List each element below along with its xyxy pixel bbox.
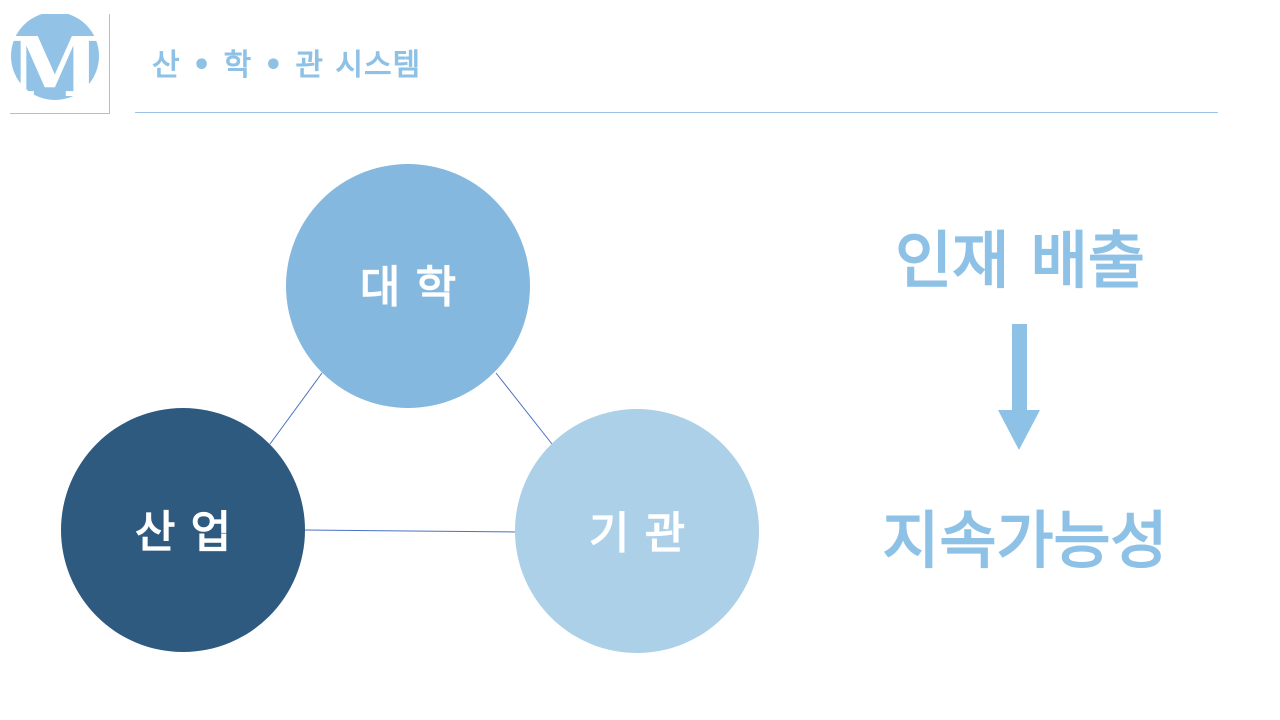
node-university-circle	[286, 164, 530, 408]
edge-industry-government	[304, 529, 517, 533]
arrow-down-icon	[998, 324, 1040, 450]
sustainability-text: 지속가능성	[882, 504, 1168, 577]
node-government-label: 기 관	[589, 508, 685, 559]
logo-letter: M	[10, 20, 100, 114]
talent-output-text: 인재 배출	[895, 224, 1145, 297]
node-industry-label: 산 업	[135, 507, 231, 558]
header-divider	[135, 112, 1218, 113]
logo: M	[10, 14, 110, 114]
node-industry-circle	[61, 408, 305, 652]
node-university-label: 대 학	[360, 262, 456, 313]
page-title: 산 • 학 • 관 시스템	[152, 48, 422, 83]
node-government: 기 관	[515, 409, 759, 653]
node-government-circle	[515, 409, 759, 653]
node-industry: 산 업	[61, 408, 305, 652]
edge-university-government	[495, 372, 553, 445]
node-university: 대 학	[286, 164, 530, 408]
edge-university-industry	[269, 372, 323, 445]
logo-icon: M	[10, 14, 100, 114]
